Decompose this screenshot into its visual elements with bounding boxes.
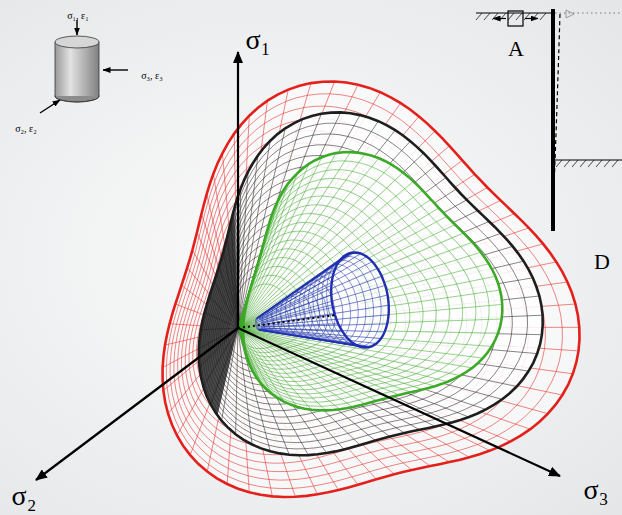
sigma2-axis <box>36 328 238 480</box>
sample-top <box>55 36 99 48</box>
outer-surface-fill <box>163 82 580 498</box>
middle-surface-generator <box>223 252 238 328</box>
sample-edge <box>99 42 100 96</box>
label-slot: σ₁ <box>246 25 271 56</box>
middle-surface-generator <box>219 266 238 328</box>
displacement-arrow <box>566 10 574 18</box>
middle-surface-generator <box>236 328 238 434</box>
hydrostatic-axis <box>238 315 336 328</box>
middle-surface-generator <box>200 328 239 368</box>
sigma1-axis <box>237 52 239 328</box>
ground-line <box>476 13 553 14</box>
middle-surface-ring <box>201 123 528 449</box>
sample-edge <box>55 96 99 102</box>
axis-label: σ₁ <box>246 25 271 56</box>
sample-body-front <box>55 42 99 96</box>
element-arrow <box>525 18 538 19</box>
outer-surface-ring <box>170 106 545 480</box>
original-ground <box>555 13 622 14</box>
blue-surface-edge <box>257 253 352 318</box>
excavation-line <box>555 160 622 161</box>
inner-surface-rim <box>243 152 502 410</box>
load-arrow <box>76 20 77 35</box>
label-slot: σ₁, ε₁ <box>67 5 89 23</box>
label-slot: σ₃, ε₃ <box>141 65 163 83</box>
load-label: σ₃, ε₃ <box>141 70 163 81</box>
blue-surface-rim <box>331 253 389 348</box>
middle-surface-generator <box>201 328 238 330</box>
middle-surface-generator <box>209 296 238 328</box>
excavation-hatch <box>556 160 618 167</box>
label-slot: σ₂ <box>12 481 37 512</box>
sigma3-axis <box>238 328 560 476</box>
wall <box>551 9 555 231</box>
label-slot: σ₂, ε₂ <box>15 118 37 136</box>
blue-surface-ring <box>308 272 350 342</box>
stress-axes <box>36 52 560 480</box>
middle-surface-fill <box>199 112 543 455</box>
blue-surface-generator <box>258 254 361 319</box>
zone-label: D <box>594 250 610 274</box>
point-label: A <box>508 37 524 61</box>
ground-hatch <box>476 13 546 20</box>
axis-label: σ₂ <box>12 481 37 512</box>
inner-surface-generator <box>238 328 298 407</box>
load-label: σ₁, ε₁ <box>67 10 89 21</box>
blue-surface-ring <box>276 300 297 335</box>
label-slot: σ₃ <box>584 475 609 506</box>
blue-surface-generator <box>260 276 382 321</box>
label-slot: A <box>508 37 524 61</box>
triaxial-sample <box>40 20 128 113</box>
load-arrow <box>40 100 60 113</box>
middle-surface-rim <box>199 112 543 455</box>
soil-element <box>508 11 523 26</box>
outer-surface-rim <box>163 82 580 498</box>
blue-surface-ring <box>267 308 282 333</box>
load-arrow <box>103 69 128 70</box>
yield-surfaces <box>163 82 580 498</box>
label-slot: D <box>594 250 610 274</box>
axis-label: σ₃ <box>584 475 609 506</box>
blue-surface-generator <box>259 262 372 320</box>
middle-surface-generator <box>205 312 238 328</box>
blue-surface-ring <box>313 268 358 343</box>
sample-body <box>55 42 99 96</box>
blue-surface-generator <box>257 253 354 319</box>
outer-surface-ring <box>166 94 562 489</box>
sample-edge <box>55 42 56 96</box>
element-arrow <box>493 18 506 19</box>
load-label: σ₂, ε₂ <box>15 123 37 134</box>
middle-surface-generator <box>214 281 238 328</box>
middle-surface-ring <box>203 134 513 443</box>
retaining-wall-sketch <box>476 9 622 231</box>
